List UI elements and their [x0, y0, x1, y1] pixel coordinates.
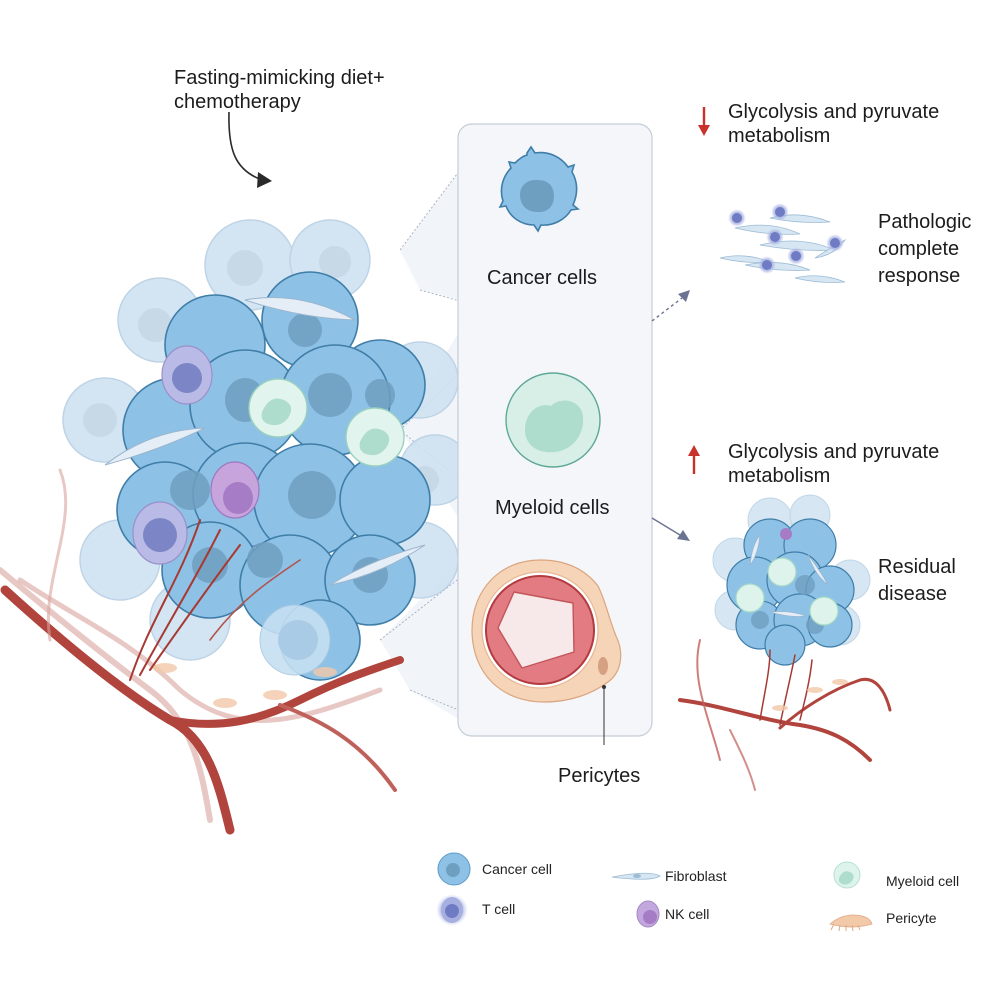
legend-label-pericyte: Pericyte	[886, 910, 937, 926]
metabolism-text-line1: Glycolysis and pyruvate	[728, 101, 940, 123]
panel-cancer-cell-icon	[498, 145, 580, 233]
panel-myeloid-cell-icon	[505, 372, 601, 468]
outcome-pcr-metabolism: Glycolysis and pyruvate metabolism	[728, 100, 939, 148]
pericytes-small	[772, 679, 848, 711]
nk-cell-icon	[636, 900, 660, 928]
tumor-large	[62, 219, 471, 681]
legend-label-cancer-cell: Cancer cell	[482, 861, 553, 877]
outcome-line: response	[878, 265, 961, 287]
panel-vessel-cross-section-icon	[471, 559, 622, 745]
outcome-pcr-label: Pathologic complete response	[878, 209, 971, 290]
outcome-residual-label: Residual disease	[878, 554, 956, 608]
metabolism-text-line1: Glycolysis and pyruvate	[728, 441, 940, 463]
legend-label-nk-cell: NK cell	[665, 906, 710, 922]
tumor-fibroblasts	[104, 297, 426, 586]
legend-label-t-cell: T cell	[482, 901, 516, 917]
tumor-nuclei	[170, 313, 395, 593]
metabolism-text-line2: metabolism	[728, 465, 831, 487]
cancer-cell-icon	[437, 852, 471, 886]
tumor-myeloid-cells	[248, 378, 405, 467]
intervention-label-line1: Fasting-mimicking diet+	[174, 67, 385, 89]
tumor-t-cells	[132, 345, 213, 565]
fibroblast-icon	[611, 872, 661, 880]
myeloid-cell-icon	[833, 861, 861, 889]
metabolism-up-arrow-icon	[688, 445, 700, 474]
pericyte-icon	[829, 914, 873, 932]
metabolism-down-arrow-icon	[698, 107, 710, 136]
panel-label-myeloid-cells: Myeloid cells	[495, 497, 610, 519]
outcome-line: complete	[878, 238, 960, 260]
pcr-illustration	[719, 203, 847, 283]
panel-label-cancer-cells: Cancer cells	[487, 267, 598, 289]
t-cell-icon	[436, 894, 468, 926]
intervention-label: Fasting-mimicking diet+ chemotherapy	[174, 66, 385, 114]
outcome-line: Residual	[878, 556, 956, 578]
outcome-line: Pathologic	[878, 211, 972, 233]
tumor-residual	[712, 494, 871, 666]
metabolism-text-line2: metabolism	[728, 125, 831, 147]
outcome-line: disease	[878, 583, 947, 605]
pericytes-on-vessel	[153, 663, 337, 708]
outcome-arrow-residual	[651, 517, 690, 541]
treatment-arrow	[228, 111, 272, 188]
blood-vessels-large	[0, 468, 404, 835]
pericytes-label: Pericytes	[558, 765, 641, 787]
legend-label-fibroblast: Fibroblast	[665, 868, 727, 884]
outcome-residual-metabolism: Glycolysis and pyruvate metabolism	[728, 440, 939, 488]
intervention-label-line2: chemotherapy	[174, 91, 301, 113]
tumor-nk-cell	[210, 461, 260, 519]
outcome-arrow-pcr	[651, 290, 690, 322]
legend-label-myeloid-cell: Myeloid cell	[886, 873, 960, 889]
